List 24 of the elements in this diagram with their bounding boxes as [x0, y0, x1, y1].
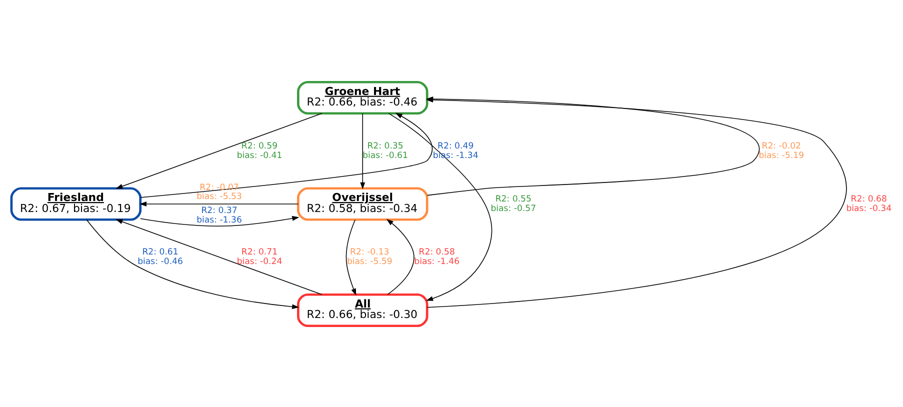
arrow	[139, 201, 299, 206]
node-box: Groene Hart R2: 0.66, bias: -0.46	[297, 80, 428, 114]
edge-label: R2: 0.37 bias: -1.36	[196, 206, 242, 226]
node-box: Friesland R2: 0.67, bias: -0.19	[10, 186, 142, 220]
arrow	[140, 112, 433, 198]
edge-label: R2: 0.61 bias: -0.46	[138, 247, 183, 266]
edge-label: R2: 0.55 bias: -0.57	[490, 194, 536, 214]
edge-label: R2: 0.35 bias: -0.61	[362, 140, 408, 160]
edge-label: R2: 0.68 bias: -0.34	[846, 194, 892, 214]
arrow	[346, 218, 356, 296]
arrow	[386, 218, 414, 294]
edge-label: R2: -0.13 bias: -5.59	[346, 247, 392, 266]
node-box: All R2: 0.66, bias: -0.30	[297, 292, 428, 327]
edge-label: R2: 0.71 bias: -0.24	[236, 247, 282, 266]
edge-label: R2: -0.02 bias: -5.19	[758, 140, 804, 160]
node-box: Overijssel R2: 0.58, bias: -0.34	[297, 186, 428, 220]
arrow	[116, 218, 322, 294]
arrow	[86, 218, 300, 309]
arrow	[116, 112, 322, 188]
arrow	[360, 112, 366, 189]
arrow	[140, 215, 300, 226]
edge-label: R2: 0.58 bias: -1.46	[414, 247, 460, 266]
edge-label: R2: 0.59 bias: -0.41	[236, 140, 282, 160]
arrow	[388, 112, 492, 300]
